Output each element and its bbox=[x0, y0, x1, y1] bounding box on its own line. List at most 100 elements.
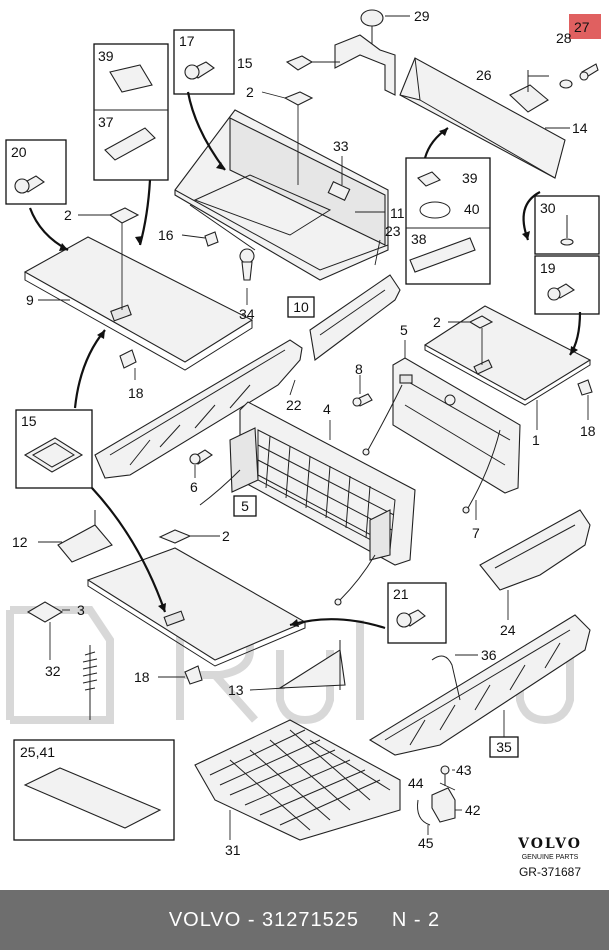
label-40-inset: 40 bbox=[464, 201, 480, 217]
part-15-clip bbox=[285, 55, 314, 71]
part-34-hook bbox=[239, 248, 255, 281]
label-34: 34 bbox=[239, 306, 255, 322]
part-27-screw bbox=[579, 63, 599, 81]
cable-6 bbox=[199, 469, 376, 606]
label-20-inset: 20 bbox=[11, 144, 27, 160]
footer-gap bbox=[359, 909, 392, 932]
label-30-inset: 30 bbox=[540, 200, 556, 216]
part-28-washer bbox=[559, 79, 573, 89]
label-39-inset-right: 39 bbox=[462, 170, 478, 186]
part-35-long-rail bbox=[368, 614, 591, 756]
brand-logo-text: VOLVO bbox=[517, 836, 582, 852]
inset-box-39-37 bbox=[93, 43, 169, 181]
label-38-inset: 38 bbox=[411, 231, 427, 247]
label-18-lower: 18 bbox=[134, 669, 150, 685]
part-26-bracket bbox=[509, 70, 549, 113]
label-1: 1 bbox=[532, 432, 540, 448]
boxed-label-10-text: 10 bbox=[293, 299, 309, 315]
part-14-hinge-bar bbox=[399, 57, 566, 179]
part-4-net-frame bbox=[229, 401, 416, 566]
label-27: 27 bbox=[574, 19, 590, 35]
part-3-pad bbox=[26, 601, 64, 623]
label-9: 9 bbox=[26, 292, 34, 308]
boxed-label-35: 35 bbox=[489, 736, 519, 758]
label-18-right: 18 bbox=[580, 423, 596, 439]
part-2-clip-a bbox=[108, 207, 140, 224]
label-24: 24 bbox=[500, 622, 516, 638]
lower-floor-panel bbox=[86, 547, 307, 667]
label-25-41-inset: 25,41 bbox=[20, 744, 55, 760]
part-18-clip-lower bbox=[184, 665, 203, 685]
label-15-inset: 15 bbox=[21, 413, 37, 429]
part-8-screw bbox=[352, 393, 373, 407]
label-2-lower: 2 bbox=[222, 528, 230, 544]
inset-box-20 bbox=[5, 139, 67, 205]
brand-tagline: GENUINE PARTS bbox=[522, 854, 579, 861]
part-23-rail bbox=[309, 274, 401, 361]
part-33-folding-panel bbox=[174, 109, 389, 281]
cable-8 bbox=[362, 384, 403, 456]
footer-separator: - bbox=[241, 908, 263, 931]
part-18-clip-right bbox=[577, 379, 593, 396]
parts-diagram: 10 5 35 bbox=[5, 8, 601, 879]
label-11: 11 bbox=[390, 205, 405, 221]
label-31: 31 bbox=[225, 842, 241, 858]
inset-box-15 bbox=[15, 409, 93, 489]
label-39-inset: 39 bbox=[98, 48, 114, 64]
part-2-clip-b bbox=[283, 91, 314, 106]
label-23: 23 bbox=[385, 223, 401, 239]
label-5: 5 bbox=[400, 322, 408, 338]
part-45-hook bbox=[417, 799, 431, 826]
brand-block: VOLVO GENUINE PARTS GR-371687 bbox=[517, 836, 582, 879]
label-13: 13 bbox=[228, 682, 244, 698]
part-13-trim bbox=[277, 640, 346, 690]
label-6: 6 bbox=[190, 479, 198, 495]
part-36-strap bbox=[431, 655, 461, 701]
boxed-label-10: 10 bbox=[287, 296, 315, 318]
label-4: 4 bbox=[323, 401, 331, 417]
label-37-inset: 37 bbox=[98, 114, 114, 130]
part-9-floor-panel bbox=[23, 236, 254, 371]
inset-box-19 bbox=[534, 255, 600, 315]
inset-box-17 bbox=[173, 29, 235, 95]
part-1-floor-panel bbox=[423, 305, 592, 406]
label-2-top: 2 bbox=[246, 84, 254, 100]
label-16: 16 bbox=[158, 227, 174, 243]
boxed-label-5: 5 bbox=[233, 495, 257, 517]
label-2-left: 2 bbox=[64, 207, 72, 223]
label-18-left: 18 bbox=[128, 385, 144, 401]
highlight-27 bbox=[569, 14, 601, 39]
part-42-bracket bbox=[431, 787, 456, 823]
part-22-long-rail bbox=[94, 339, 303, 479]
part-32-spring bbox=[82, 645, 98, 720]
label-26: 26 bbox=[476, 67, 492, 83]
label-17-inset: 17 bbox=[179, 33, 195, 49]
label-32: 32 bbox=[45, 663, 61, 679]
boxed-label-35-text: 35 bbox=[496, 739, 512, 755]
boxed-label-5-text: 5 bbox=[241, 498, 249, 514]
label-45: 45 bbox=[418, 835, 434, 851]
part-16-clip bbox=[204, 231, 219, 247]
label-15: 15 bbox=[237, 55, 253, 71]
inset-box-39-40-38 bbox=[405, 157, 491, 285]
footer-position: N - 2 bbox=[391, 908, 441, 931]
label-2-right: 2 bbox=[433, 314, 441, 330]
inset-box-30 bbox=[534, 195, 600, 255]
label-19-inset: 19 bbox=[540, 260, 556, 276]
label-22: 22 bbox=[286, 397, 302, 413]
label-3: 3 bbox=[77, 602, 85, 618]
part-43-screw bbox=[440, 765, 450, 786]
inset-box-25-41 bbox=[13, 739, 175, 841]
part-2-clip-c bbox=[468, 315, 494, 329]
part-7-cable bbox=[462, 429, 501, 514]
label-44: 44 bbox=[408, 775, 424, 791]
arrows bbox=[28, 91, 582, 630]
label-7: 7 bbox=[472, 525, 480, 541]
label-8: 8 bbox=[355, 361, 363, 377]
part-12-trim bbox=[57, 510, 113, 563]
leader-lines bbox=[38, 15, 589, 840]
diagram-code: GR-371687 bbox=[519, 865, 581, 879]
footer-part-number: 31271525 bbox=[262, 908, 360, 931]
label-21-inset: 21 bbox=[393, 586, 409, 602]
label-42: 42 bbox=[465, 802, 481, 818]
